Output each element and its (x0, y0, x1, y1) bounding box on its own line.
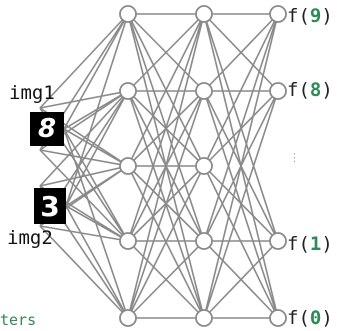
edge-l0-4-3 (127, 240, 205, 319)
image-edge-3-4 (39, 225, 129, 319)
edge-l0-3-0 (127, 13, 205, 242)
neuron-layer0-4 (119, 309, 137, 327)
cropped-footer-text: ters (0, 311, 37, 329)
output-label-9: f(9) (287, 5, 333, 27)
neuron-layer0-3 (119, 232, 137, 250)
network-connections (39, 13, 279, 319)
neuron-layer0-0 (119, 5, 137, 23)
neuron-layer2-1 (269, 82, 287, 100)
edge-l1-1-0 (203, 13, 279, 92)
img1-label: img1 (9, 82, 55, 104)
neuron-layer1-3 (195, 232, 213, 250)
output-label-0: f(0) (287, 307, 333, 329)
output-label-8: f(8) (287, 79, 333, 101)
neuron-layer0-2 (119, 157, 137, 175)
image-edge-3-3 (39, 225, 129, 242)
edge-l0-4-2 (127, 165, 205, 319)
edge-l1-2-3 (203, 165, 279, 319)
image-edge-2-1 (39, 90, 129, 187)
edge-l0-4-0 (127, 13, 205, 319)
network-neurons (119, 5, 287, 327)
output-label-1: f(1) (287, 233, 333, 255)
neuron-layer1-4 (195, 309, 213, 327)
img1-digit-image: 8 (30, 112, 64, 146)
neuron-layer2-3 (269, 309, 287, 327)
edge-l0-4-1 (127, 90, 205, 319)
neuron-layer0-1 (119, 82, 137, 100)
img2-label: img2 (7, 227, 53, 249)
edge-l1-2-0 (203, 13, 279, 167)
edge-l0-1-0 (127, 13, 205, 92)
neuron-layer1-1 (195, 82, 213, 100)
edge-l1-4-2 (203, 240, 279, 319)
edge-l0-2-0 (127, 13, 205, 167)
img2-digit: 3 (40, 189, 60, 223)
neuron-layer2-2 (269, 232, 287, 250)
edge-l1-4-0 (203, 13, 279, 319)
neuron-layer1-0 (195, 5, 213, 23)
output-ellipsis: ⋮ (289, 151, 300, 164)
edge-l1-3-0 (203, 13, 279, 242)
img2-digit-image: 3 (34, 188, 66, 224)
image-edge-2-2 (39, 165, 129, 187)
img1-digit: 8 (37, 114, 57, 144)
input-edge-0-0 (63, 13, 129, 130)
edge-l1-4-1 (203, 90, 279, 319)
image-edge-0-0 (39, 13, 129, 109)
neuron-layer1-2 (195, 157, 213, 175)
input-edge-1-0 (65, 13, 129, 207)
image-edge-0-1 (39, 90, 129, 109)
input-edge-1-4 (65, 205, 129, 319)
neuron-layer2-0 (269, 5, 287, 23)
